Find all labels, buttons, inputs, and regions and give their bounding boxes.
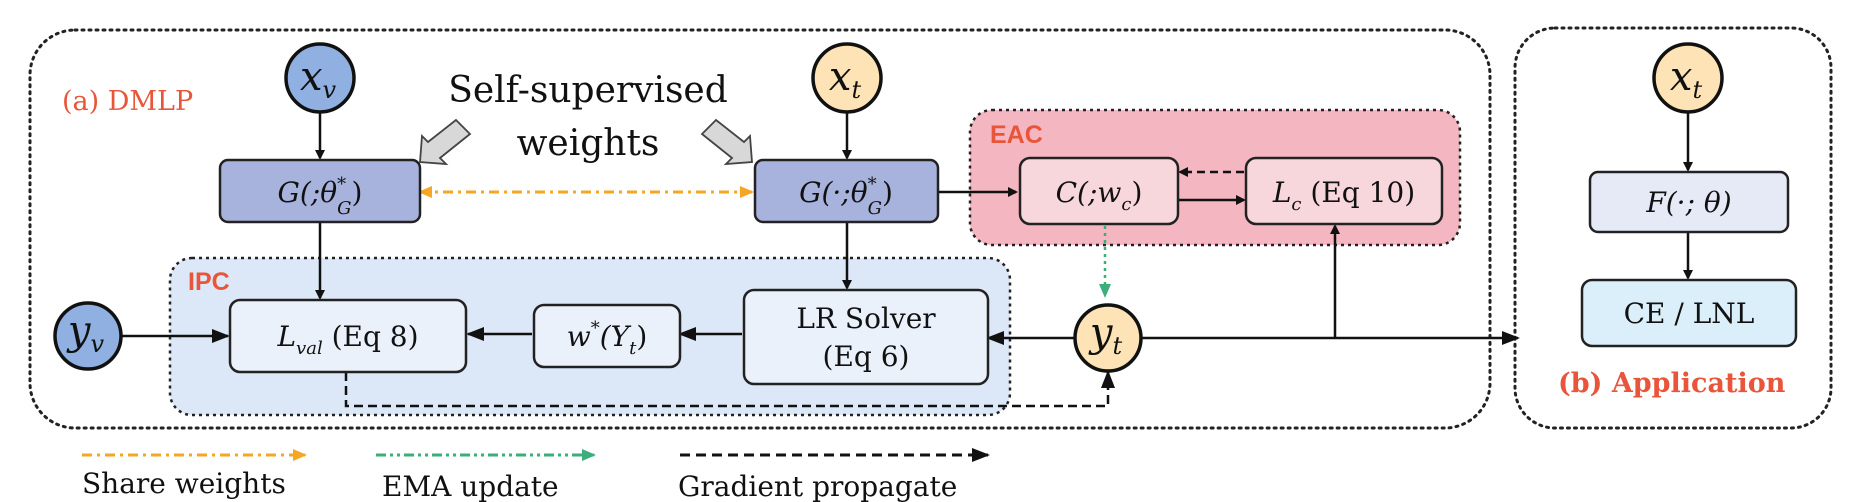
eac-label: EAC xyxy=(990,121,1043,149)
svg-text:G(;θ*G): G(;θ*G) xyxy=(278,174,363,219)
f-model-box: F(·; θ) xyxy=(1588,170,1790,234)
ce-lnl-box: CE / LNL xyxy=(1580,278,1798,348)
w-star-box: w*(Yt) xyxy=(532,303,682,369)
application-title: (b) Application xyxy=(1558,368,1786,399)
lc-loss-box: Lc (Eq 10) xyxy=(1244,156,1444,226)
xt-node: xt xyxy=(811,42,883,114)
svg-text:Lc (Eq 10): Lc (Eq 10) xyxy=(1272,176,1415,215)
c-classifier-box: C(;wc) xyxy=(1018,156,1180,226)
legend-grad-label: Gradient propagate xyxy=(678,470,957,502)
g-right-box: G(·;θ*G) xyxy=(753,158,940,224)
svg-text:Lval (Eq 8): Lval (Eq 8) xyxy=(276,320,418,359)
lr-solver-box: LR Solver (Eq 6) xyxy=(742,288,990,386)
xt-application-node: xt xyxy=(1652,42,1724,114)
annotation-line1: Self-supervised xyxy=(448,70,728,111)
svg-text:w*(Yt): w*(Yt) xyxy=(567,318,648,359)
svg-text:xt: xt xyxy=(829,54,862,104)
legend-ema-label: EMA update xyxy=(382,470,559,502)
lval-loss-box: Lval (Eq 8) xyxy=(228,298,468,374)
ipc-label: IPC xyxy=(188,268,230,296)
svg-text:xv: xv xyxy=(300,54,337,104)
svg-text:G(·;θ*G): G(·;θ*G) xyxy=(799,174,893,219)
g-left-box: G(;θ*G) xyxy=(218,158,422,224)
gradient-lval-to-yt xyxy=(344,370,1115,408)
svg-text:(Eq 6): (Eq 6) xyxy=(823,340,910,373)
xv-node: xv xyxy=(284,42,356,114)
legend-share-label: Share weights xyxy=(82,467,286,500)
svg-text:F(·; θ): F(·; θ) xyxy=(1645,186,1731,219)
svg-text:CE / LNL: CE / LNL xyxy=(1624,297,1755,330)
annotation-arrow-right xyxy=(700,118,753,166)
yt-node: yt xyxy=(1073,303,1143,373)
dmlp-title: (a) DMLP xyxy=(62,86,193,117)
svg-text:LR Solver: LR Solver xyxy=(796,302,936,335)
dmlp-panel xyxy=(28,28,1492,430)
svg-text:xt: xt xyxy=(1670,54,1703,104)
svg-text:yt: yt xyxy=(1088,310,1123,360)
annotation-line2: weights xyxy=(517,123,660,164)
yv-node: yv xyxy=(53,301,123,371)
svg-text:yv: yv xyxy=(66,308,105,358)
annotation-arrow-left xyxy=(419,118,472,166)
legend: Share weights EMA update Gradient propag… xyxy=(82,448,990,502)
application-panel xyxy=(1513,26,1833,430)
svg-text:C(;wc): C(;wc) xyxy=(1056,176,1143,215)
